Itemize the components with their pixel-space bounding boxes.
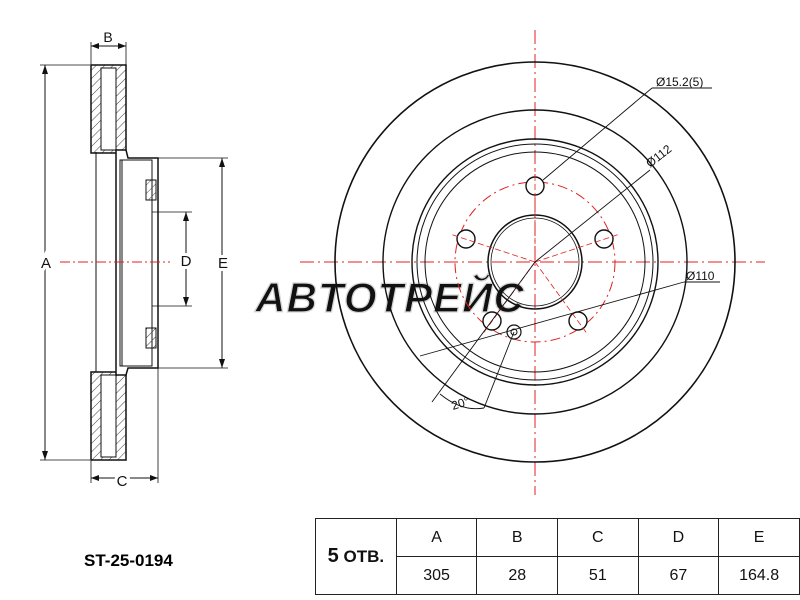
bolt-hole-callout: Ø15.2(5): [656, 75, 703, 89]
dim-label-c: C: [117, 473, 128, 490]
pcd-callout: Ø112: [643, 142, 674, 171]
header-b: B: [476, 518, 559, 557]
dim-label-e: E: [218, 255, 228, 272]
dim-label-b: B: [103, 29, 112, 45]
spec-value-row: 305 28 51 67 164.8: [316, 556, 800, 595]
friction-inner-edge: [382, 109, 688, 415]
value-a: 305: [395, 556, 478, 595]
front-view: Ø15.2(5) Ø112 Ø110 20°: [300, 30, 765, 495]
holes-count: 5: [327, 545, 339, 567]
header-d: D: [637, 518, 720, 557]
disc-outer-edge: [334, 61, 736, 463]
watermark: ABTOTPEЙC: [254, 272, 524, 321]
part-number: ST-25-0194: [84, 551, 173, 570]
dim-label-d: D: [181, 253, 192, 270]
hat-outer-edge: [411, 138, 659, 386]
holes-count-cell: 5 ОТВ.: [315, 518, 397, 595]
pcd-circle: [454, 181, 616, 343]
center-bore-callout: Ø110: [686, 269, 715, 283]
value-b: 28: [476, 556, 559, 595]
value-d: 67: [637, 556, 720, 595]
holes-unit: ОТВ.: [343, 547, 385, 566]
side-section-view: A B C D E: [38, 29, 231, 493]
value-e: 164.8: [718, 556, 800, 595]
header-e: E: [718, 518, 800, 557]
header-c: C: [557, 518, 639, 557]
spec-header-row: 5 ОТВ. A B C D E: [315, 518, 800, 595]
angle-callout: 20°: [450, 394, 472, 413]
dim-label-a: A: [41, 255, 51, 272]
header-a: A: [395, 518, 478, 557]
value-c: 51: [557, 556, 639, 595]
spec-table: 5 ОТВ. A B C D E 305 28 51 67 164.8: [315, 518, 800, 595]
